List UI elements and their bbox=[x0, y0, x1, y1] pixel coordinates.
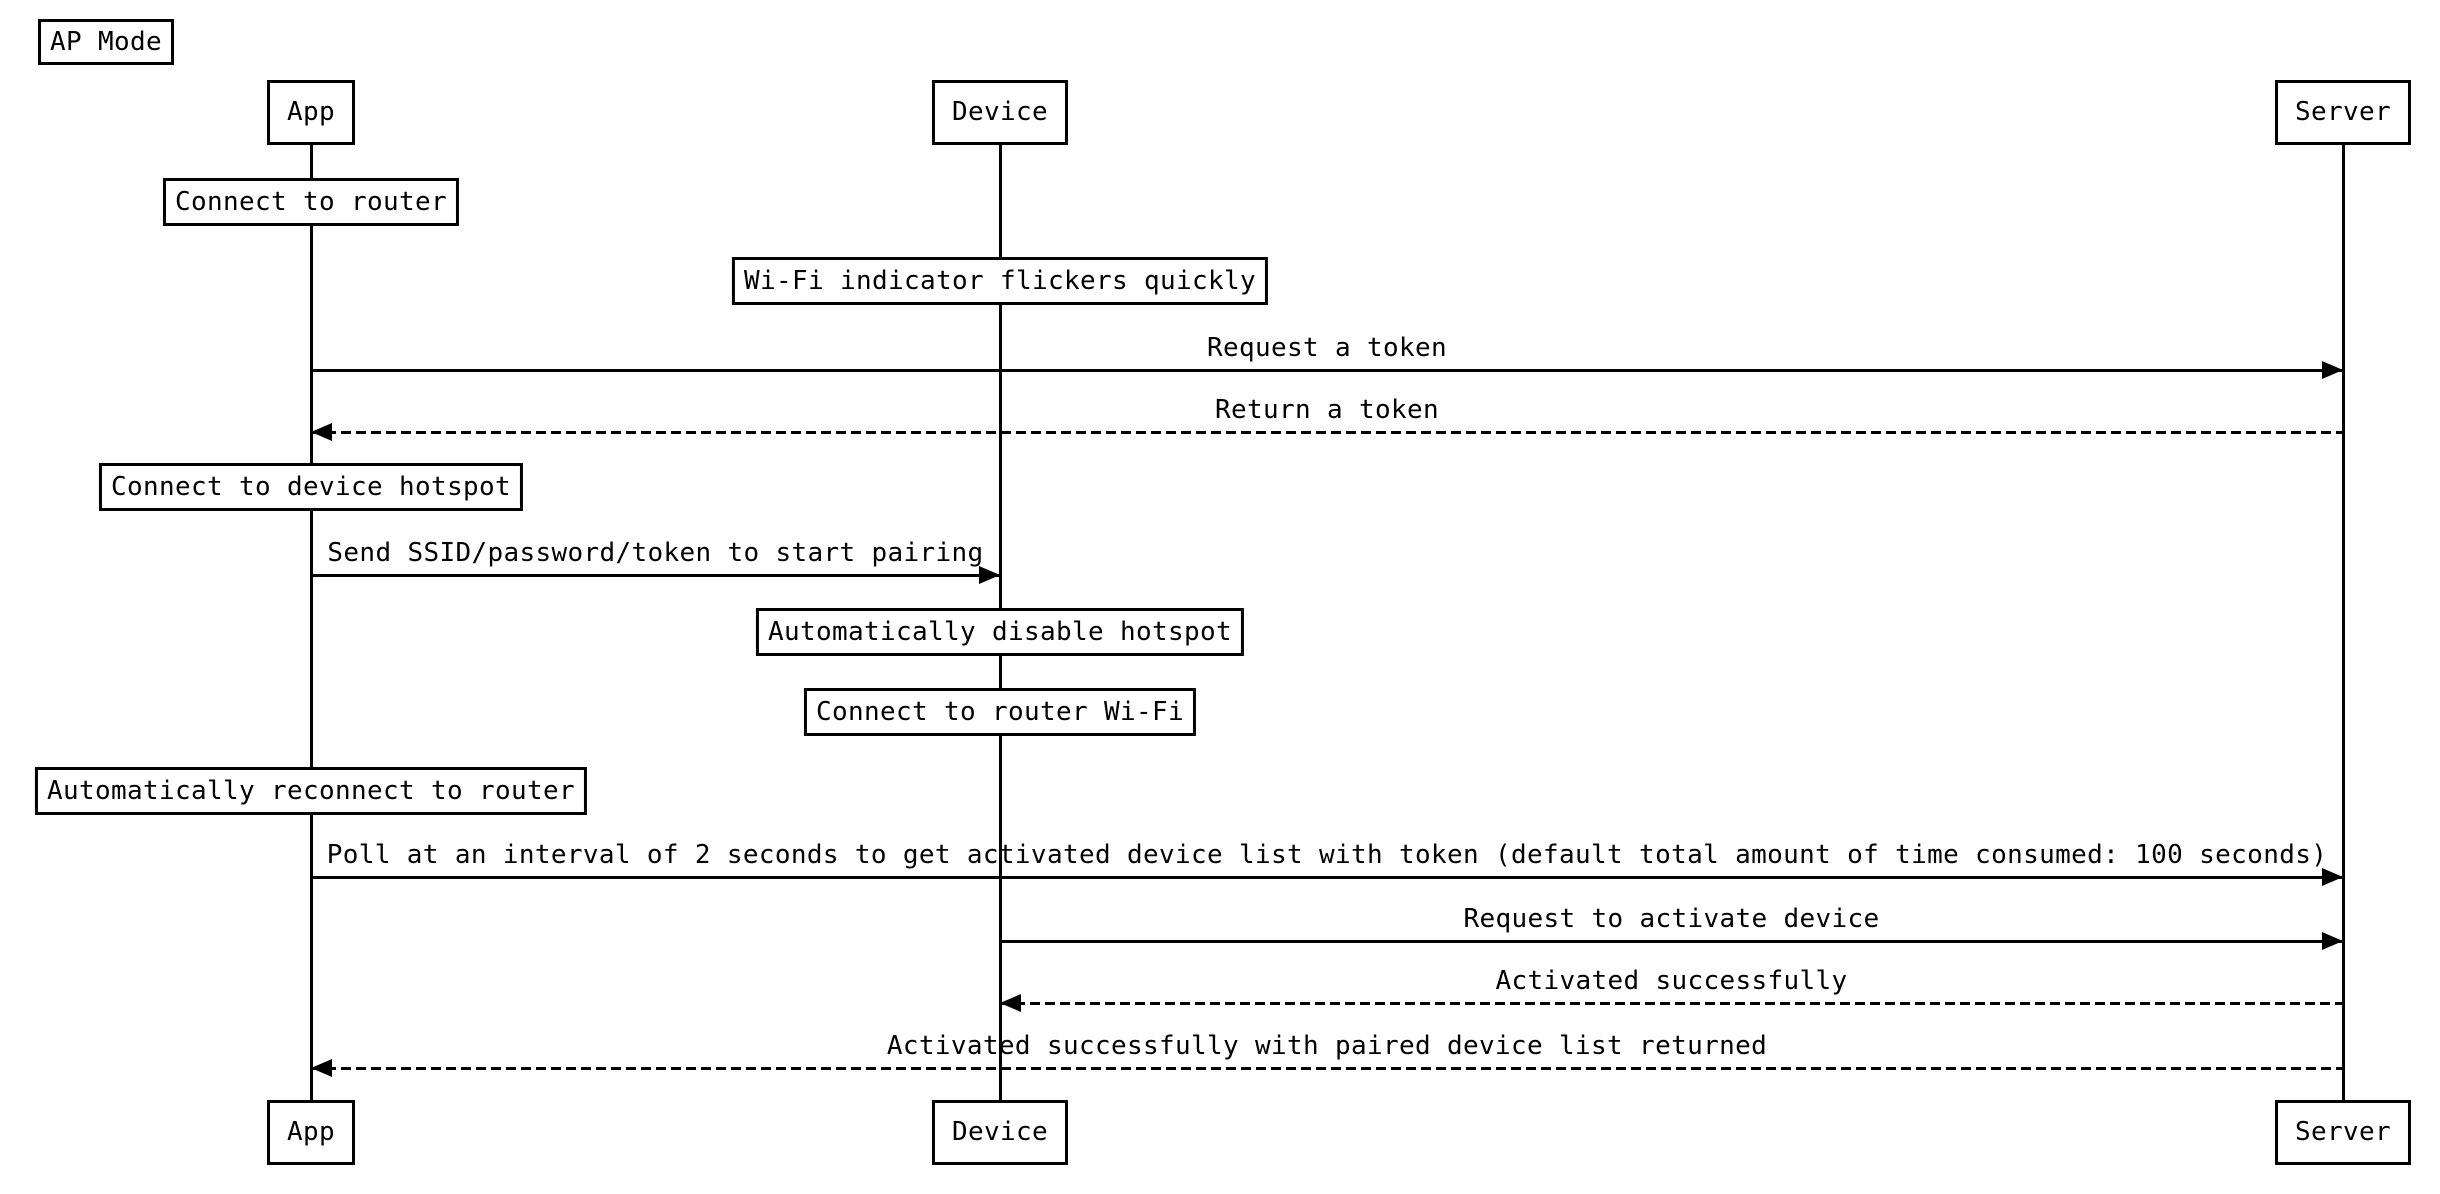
message-arrowhead-3 bbox=[2322, 868, 2343, 886]
diagram-title: AP Mode bbox=[38, 19, 175, 65]
note-device-1: Wi-Fi indicator flickers quickly bbox=[731, 257, 1269, 305]
message-label-0: Request a token bbox=[1206, 333, 1448, 363]
message-arrowhead-5 bbox=[1000, 994, 1021, 1012]
lifeline-server bbox=[2341, 145, 2345, 1100]
actor-device-bottom: Device bbox=[931, 1100, 1069, 1165]
message-arrowhead-6 bbox=[311, 1059, 332, 1077]
message-arrowhead-1 bbox=[311, 423, 332, 441]
message-label-2: Send SSID/password/token to start pairin… bbox=[327, 538, 984, 568]
message-arrowhead-2 bbox=[979, 566, 1000, 584]
message-arrowhead-0 bbox=[2322, 361, 2343, 379]
actor-app-bottom: App bbox=[266, 1100, 356, 1165]
message-line-1 bbox=[311, 430, 2343, 434]
actor-server-bottom: Server bbox=[2274, 1100, 2412, 1165]
note-app-0: Connect to router bbox=[162, 178, 460, 226]
actor-app-top: App bbox=[266, 80, 356, 145]
note-device-3: Automatically disable hotspot bbox=[755, 608, 1245, 656]
note-app-2: Connect to device hotspot bbox=[98, 463, 524, 511]
message-line-5 bbox=[1000, 1001, 2343, 1005]
note-app-5: Automatically reconnect to router bbox=[34, 767, 588, 815]
message-line-6 bbox=[311, 1066, 2343, 1070]
actor-device-top: Device bbox=[931, 80, 1069, 145]
message-label-3: Poll at an interval of 2 seconds to get … bbox=[326, 840, 2328, 870]
message-line-4 bbox=[1000, 939, 2343, 943]
actor-server-top: Server bbox=[2274, 80, 2412, 145]
message-line-3 bbox=[311, 875, 2343, 879]
note-device-4: Connect to router Wi-Fi bbox=[803, 688, 1197, 736]
message-label-1: Return a token bbox=[1214, 395, 1440, 425]
message-label-4: Request to activate device bbox=[1463, 904, 1880, 934]
message-label-6: Activated successfully with paired devic… bbox=[886, 1031, 1768, 1061]
message-label-5: Activated successfully bbox=[1495, 966, 1848, 996]
message-line-2 bbox=[311, 573, 1000, 577]
message-arrowhead-4 bbox=[2322, 932, 2343, 950]
lifeline-app bbox=[309, 145, 313, 1100]
message-line-0 bbox=[311, 368, 2343, 372]
